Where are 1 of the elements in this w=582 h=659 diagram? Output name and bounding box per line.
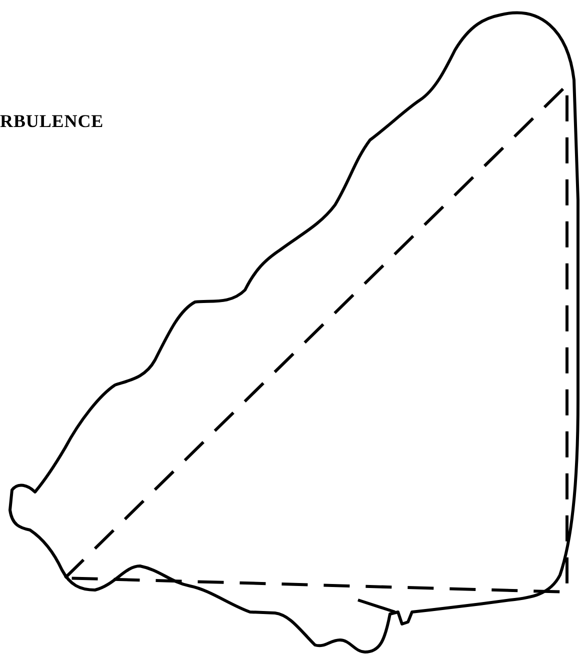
figure-label: RBULENCE (0, 112, 104, 130)
